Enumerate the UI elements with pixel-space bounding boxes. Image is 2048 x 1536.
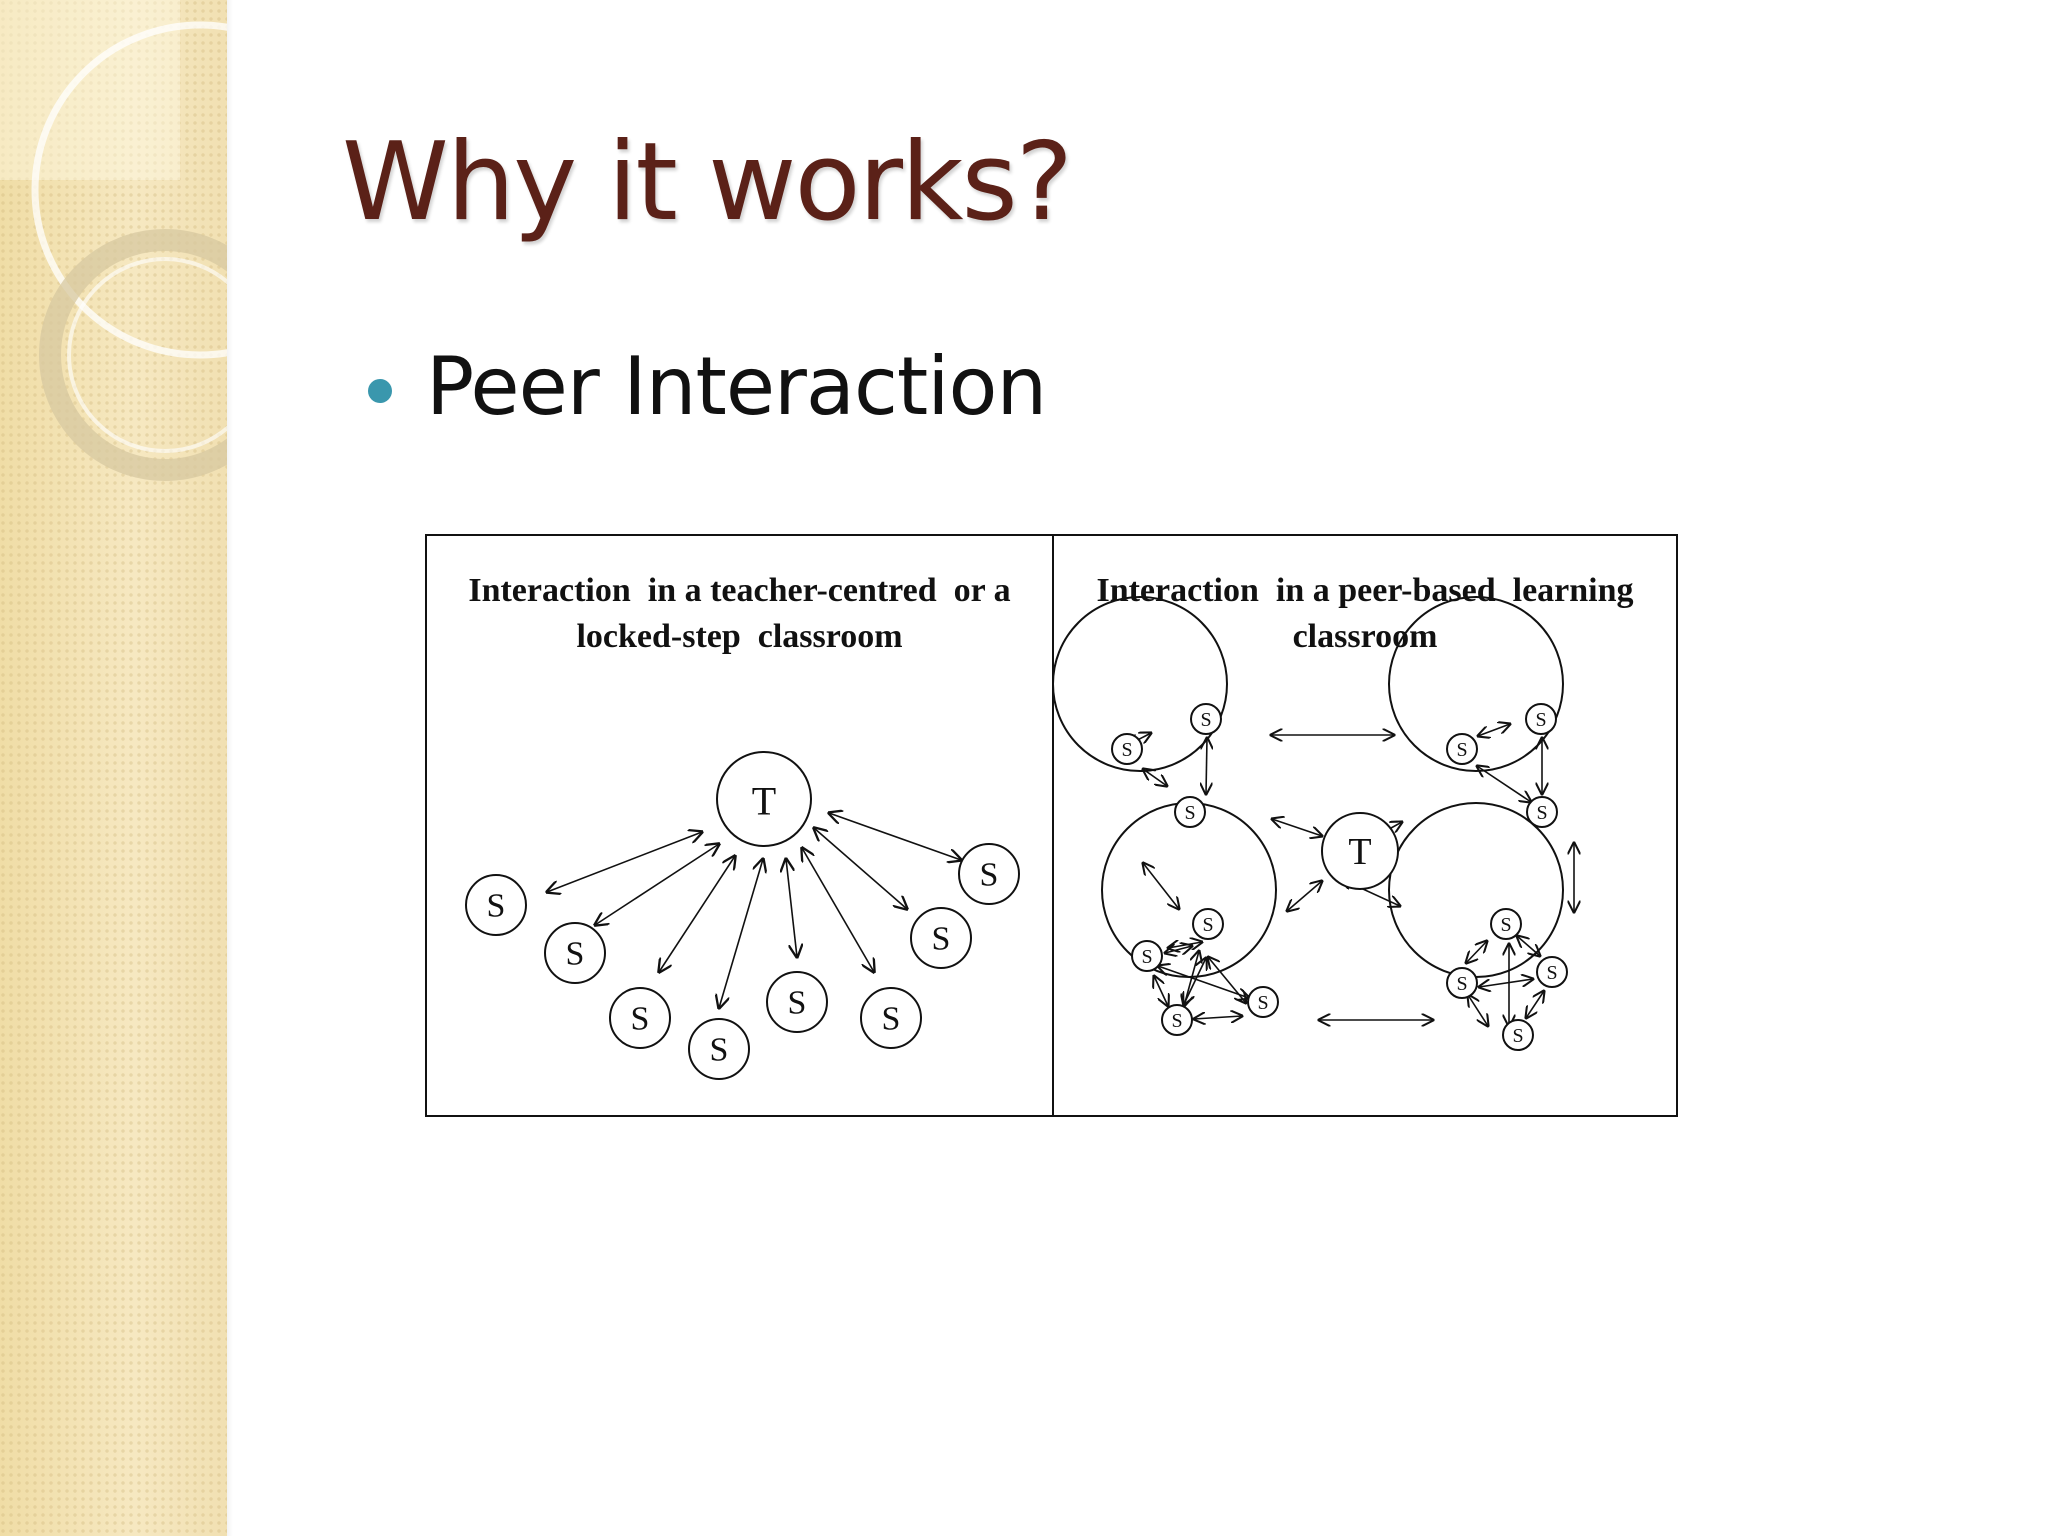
student-node: S	[1502, 1019, 1534, 1051]
side-decoration-panel	[0, 0, 227, 1536]
student-label: S	[487, 888, 506, 925]
side-panel-edge	[227, 0, 233, 1536]
student-label: S	[1546, 962, 1557, 984]
student-node: S	[958, 843, 1020, 905]
student-label: S	[1535, 709, 1546, 731]
group-ring-bottom-right	[1388, 802, 1564, 978]
decorative-rings	[0, 0, 227, 481]
bullet-item: Peer Interaction	[368, 340, 1047, 433]
student-node: S	[1174, 796, 1206, 828]
student-node: S	[1446, 733, 1478, 765]
student-node: S	[1190, 703, 1222, 735]
link-t-s8	[829, 813, 961, 860]
teacher-label: T	[752, 779, 776, 824]
student-node: S	[1111, 733, 1143, 765]
student-node: S	[1490, 908, 1522, 940]
link-t-bl	[1287, 881, 1322, 911]
teacher-student-links	[547, 813, 961, 1008]
student-node: S	[465, 874, 527, 936]
student-label: S	[882, 1001, 901, 1038]
teacher-centred-title-line2: locked-step classroom	[576, 618, 903, 655]
peer-based-panel: Interaction in a peer-based learning cla…	[1054, 536, 1676, 1115]
bullet-dot-icon	[368, 378, 392, 403]
student-label: S	[631, 1001, 650, 1038]
student-node: S	[1526, 796, 1558, 828]
student-node: S	[766, 971, 828, 1033]
intra-group-links-bottom-left	[1154, 942, 1249, 1019]
student-node: S	[1536, 956, 1568, 988]
student-label: S	[980, 857, 999, 894]
intra-group-links-top-right	[1477, 724, 1542, 802]
student-node: S	[544, 922, 606, 984]
student-label: S	[1184, 802, 1195, 824]
teacher-node: T	[716, 751, 812, 847]
teacher-node: T	[1321, 812, 1399, 890]
student-label: S	[1536, 802, 1547, 824]
teacher-centred-title-line1: Interaction in a teacher-centred or a	[468, 572, 1011, 609]
student-label: S	[566, 936, 585, 973]
student-label: S	[1171, 1010, 1182, 1032]
peer-based-title: Interaction in a peer-based learning cla…	[1054, 568, 1676, 660]
teacher-centred-title: Interaction in a teacher-centred or a lo…	[427, 568, 1052, 660]
student-node: S	[1131, 940, 1163, 972]
teacher-centred-panel: Interaction in a teacher-centred or a lo…	[427, 536, 1054, 1115]
group-ring-top-left	[1054, 596, 1228, 772]
student-node: S	[860, 987, 922, 1049]
student-label: S	[788, 985, 807, 1022]
link-t-s6	[802, 848, 874, 972]
student-label: S	[1202, 914, 1213, 936]
student-label: S	[1200, 709, 1211, 731]
student-label: S	[932, 921, 951, 958]
student-label: S	[1456, 739, 1467, 761]
link-t-s2	[595, 844, 719, 925]
link-t-s7	[814, 828, 907, 909]
peer-based-title-line1: Interaction in a peer-based learning	[1096, 572, 1634, 609]
link-t-s5	[786, 859, 797, 957]
group-ring-bottom-left	[1101, 802, 1277, 978]
teacher-centred-diagram: T S S S S S S S S	[465, 751, 1020, 1080]
interaction-figure: Interaction in a teacher-centred or a lo…	[425, 534, 1678, 1117]
student-node: S	[609, 987, 671, 1049]
slide-title: Why it works?	[342, 120, 1073, 245]
student-label: S	[1257, 992, 1268, 1014]
student-node: S	[1247, 986, 1279, 1018]
link-t-s4	[719, 859, 763, 1008]
student-node: S	[1161, 1004, 1193, 1036]
student-node: S	[1192, 908, 1224, 940]
student-label: S	[1141, 946, 1152, 968]
link-t-s3	[659, 856, 735, 972]
link-t-s1	[547, 832, 702, 892]
peer-based-diagram: T S S S S S S	[1054, 596, 1677, 1051]
student-node: S	[1525, 703, 1557, 735]
student-node: S	[1446, 967, 1478, 999]
student-label: S	[1500, 914, 1511, 936]
student-label: S	[710, 1032, 729, 1069]
teacher-label: T	[1348, 831, 1371, 873]
student-label: S	[1512, 1025, 1523, 1047]
student-node: S	[910, 907, 972, 969]
link-tl-bl	[1143, 863, 1179, 909]
bullet-text: Peer Interaction	[426, 340, 1047, 433]
link-t-tl	[1272, 819, 1322, 836]
student-label: S	[1456, 973, 1467, 995]
intra-group-links-bottom-right	[1466, 936, 1544, 1026]
student-label: S	[1121, 739, 1132, 761]
student-node: S	[688, 1018, 750, 1080]
